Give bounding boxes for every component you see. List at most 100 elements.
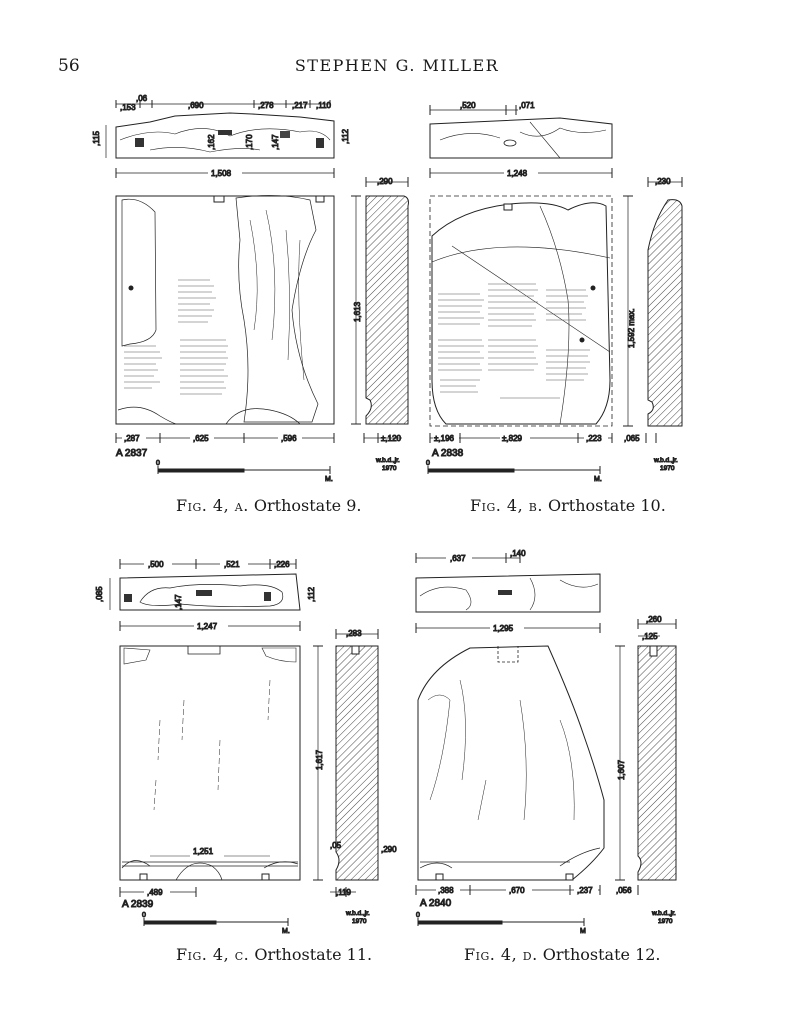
fig-a-dim-top-6: ,110 [316,101,332,110]
figure-d: ,637 ,140 1,295 1,607 ,260 ,125 ,388 ,67… [415,549,677,936]
figure-a-top-dims [115,100,331,108]
figure-a: ,153 ,06 ,690 ,278 ,217 ,110 ,115 ,112 ,… [92,94,409,484]
fig-b-dim-bottom-3: ,223 [586,434,602,443]
fig-a-dim-inner-2: ,170 [245,134,254,150]
fig-c-dim-inner-1: ,147 [174,594,183,610]
page-number: 56 [58,56,80,76]
fig-a-dim-top-2: ,06 [136,94,148,103]
fig-d-dim-foot: ,056 [616,886,632,895]
caption-fig-d-prefix: Fig. 4, d. [464,945,538,964]
fig-d-dim-bottom-1: ,388 [438,886,454,895]
fig-b-dim-thickness: ,230 [655,177,671,186]
fig-b-scale-start: 0 [426,460,430,467]
fig-b-scale-end: M. [594,476,602,483]
fig-a-dim-depth-left: ,115 [92,130,101,146]
fig-d-dim-bottom-3: ,237 [577,886,593,895]
fig-d-dim-thickness: ,260 [646,615,662,624]
caption-fig-b-title: Orthostate 10. [548,496,666,515]
fig-c-dim-thickness: ,283 [346,629,362,638]
fig-a-dim-top-3: ,690 [188,101,204,110]
fig-a-dim-top-5: ,217 [292,101,308,110]
fig-b-catalog: A 2838 [432,448,464,459]
fig-a-dim-inner-1: ,162 [207,134,216,150]
caption-fig-c: Fig. 4, c. Orthostate 11. [176,945,372,964]
fig-c-dim-height: 1,617 [315,749,324,770]
fig-d-scale-bar [417,918,585,926]
fig-a-section [365,195,409,425]
fig-c-signature: w.b.d.,jr. [345,910,370,917]
fig-d-scale-start: 0 [416,912,420,919]
fig-d-plan [415,573,601,613]
fig-a-dim-bottom-3: ,596 [281,434,297,443]
fig-b-signature-year: 1970 [660,465,675,472]
fig-c-section [335,645,379,881]
fig-d-section [637,645,677,881]
fig-d-dim-height: 1,607 [617,759,626,780]
fig-b-dim-top-2: ,071 [519,101,535,110]
fig-a-dim-bottom-1: ,287 [124,434,140,443]
fig-b-plan [429,117,613,159]
fig-b-dim-bottom-1: ±,196 [434,434,455,443]
fig-c-dim-bottom-1: ,489 [147,888,163,897]
fig-a-dim-top-1: ,153 [120,103,136,112]
fig-c-elevation [119,645,301,881]
fig-a-dim-foot: ±,120 [381,434,402,443]
figure-b: ,520 ,071 1,248 [426,101,683,484]
fig-b-signature: w.b.d.,jr. [653,457,678,464]
fig-d-catalog: A 2840 [420,898,452,909]
caption-fig-c-title: Orthostate 11. [254,945,373,964]
fig-d-scale-end: M [580,928,586,935]
fig-d-dim-top-2: ,140 [510,549,526,558]
fig-b-section [647,199,683,427]
fig-c-dim-inner-width: 1,251 [193,847,214,856]
fig-c-scale-start: 0 [142,912,146,919]
fig-c-catalog: A 2839 [122,899,154,910]
fig-d-dim-top-1: ,637 [450,554,466,563]
fig-c-dim-foot: ,119 [336,888,352,897]
fig-d-dim-thickness-inner: ,125 [642,632,658,641]
fig-b-scale-bar [427,466,601,474]
fig-d-elevation [417,645,605,881]
caption-fig-b: Fig. 4, b. Orthostate 10. [470,496,666,515]
fig-a-dim-inner-3: ,147 [271,134,280,150]
running-head: STEPHEN G. MILLER [294,56,500,75]
fig-c-signature-year: 1970 [352,918,367,925]
fig-a-dim-depth-right: ,112 [341,128,350,144]
fig-a-elevation [115,195,335,425]
fig-b-dim-foot: ,065 [624,434,640,443]
fig-a-signature: w.b.d.,jr. [375,457,400,464]
fig-d-dim-bottom-2: ,670 [509,886,525,895]
fig-b-dim-top-1: ,520 [460,101,476,110]
fig-a-plan [115,112,335,159]
caption-fig-c-prefix: Fig. 4, c. [176,945,250,964]
fig-a-dim-width: 1,508 [211,169,232,178]
fig-a-scale-bar [157,466,331,474]
caption-fig-b-prefix: Fig. 4, b. [470,496,543,515]
fig-c-plan [119,573,301,611]
fig-a-catalog: A 2837 [116,448,148,459]
fig-a-dim-bottom-2: ,625 [193,434,209,443]
fig-c-dim-top-1: ,500 [148,560,164,569]
fig-a-scale-start: 0 [156,460,160,467]
fig-a-dim-height: 1,613 [353,301,362,322]
fig-a-signature-year: 1970 [382,465,397,472]
fig-a-dim-thickness: ,290 [377,177,393,186]
fig-c-dim-depth-left: ,085 [95,586,104,602]
caption-fig-d-title: Orthostate 12. [542,945,661,964]
caption-fig-a-prefix: Fig. 4, a. [176,496,249,515]
fig-b-dim-height: 1,592 max. [627,308,636,348]
fig-b-dim-width: 1,248 [507,169,528,178]
fig-b-dim-bottom-2: ±,829 [502,434,523,443]
caption-fig-a: Fig. 4, a. Orthostate 9. [176,496,361,515]
fig-d-signature-year: 1970 [658,918,673,925]
fig-c-dim-top-3: ,226 [274,560,290,569]
caption-fig-a-title: Orthostate 9. [253,496,362,515]
caption-fig-d: Fig. 4, d. Orthostate 12. [464,945,661,964]
fig-a-scale-end: M. [325,476,333,483]
fig-d-dim-width: 1,295 [493,624,514,633]
fig-c-scale-end: M. [282,928,290,935]
fig-c-scale-bar [143,918,289,926]
fig-d-signature: w.b.d.,jr. [651,910,676,917]
fig-c-dim-side-2: ,290 [381,845,397,854]
